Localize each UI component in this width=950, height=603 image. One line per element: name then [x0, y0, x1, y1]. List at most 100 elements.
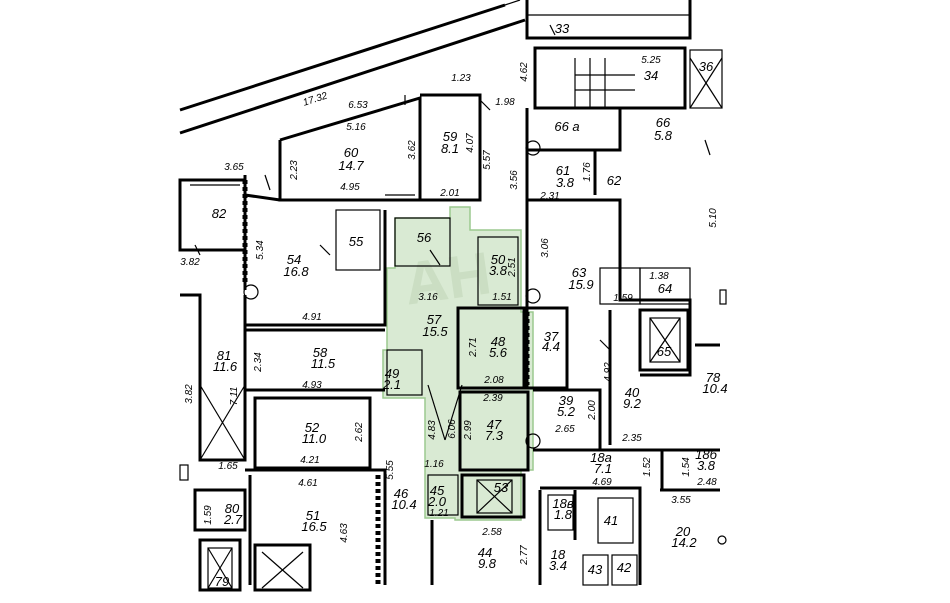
dimension: 2.99	[463, 420, 474, 441]
room-area: 2.1	[382, 377, 401, 392]
dimension: 1.65	[218, 461, 238, 472]
room-area: 10.4	[391, 497, 416, 512]
dimension: 4.93	[302, 380, 322, 391]
room-number: 46	[394, 486, 409, 501]
room-area: 11.0	[302, 431, 327, 446]
dimension: 7.11	[229, 387, 240, 406]
room-number: 59	[443, 129, 457, 144]
room-number: 39	[559, 393, 573, 408]
room-area: 4.4	[542, 339, 560, 354]
dimension: 1.23	[451, 73, 471, 84]
room-number: 63	[572, 265, 587, 280]
room-number: 18б	[695, 447, 717, 462]
room-area: 7.1	[594, 461, 612, 476]
dimension: 2.51	[507, 257, 518, 277]
room-number: 66 a	[554, 119, 579, 134]
dimension: 4.63	[339, 523, 350, 543]
room-number: 53	[494, 480, 509, 495]
room-number: 50	[491, 252, 506, 267]
dimension: 3.56	[509, 170, 520, 190]
room-area: 3.4	[549, 558, 567, 573]
room-number: 34	[644, 68, 658, 83]
dimension: 3.06	[540, 238, 551, 258]
dimension: 3.16	[418, 292, 438, 303]
dimension: 1.59	[613, 293, 633, 304]
room-area: 11.5	[311, 356, 336, 371]
room-number: 80	[225, 501, 240, 516]
room-number: 79	[215, 574, 229, 589]
room-area: 15.5	[422, 324, 448, 339]
room-area: 5.25	[641, 55, 661, 66]
dimension: 2.48	[696, 477, 717, 488]
room-number: 58	[313, 345, 328, 360]
dimension: 2.34	[253, 352, 264, 373]
room-area: 3.8	[489, 263, 508, 278]
room-number: 51	[306, 508, 320, 523]
room-area: 3.8	[697, 458, 716, 473]
room-number: 48	[491, 334, 506, 349]
room-number: 18	[551, 547, 566, 562]
dimension: 5.57	[482, 150, 493, 170]
dimension: 3.62	[407, 140, 418, 160]
room-area: 5.8	[654, 128, 673, 143]
dimension: 1.51	[492, 292, 511, 303]
room-area: 2.7	[223, 512, 243, 527]
dimension: 1.52	[642, 457, 653, 477]
room-area: 5.2	[557, 404, 576, 419]
dimension: 4.69	[592, 477, 612, 488]
room-number: 33	[555, 21, 570, 36]
dimension: 3.82	[180, 257, 200, 268]
room-area: 7.3	[485, 428, 504, 443]
dimension: 4.83	[427, 420, 438, 440]
room-number: 82	[212, 206, 227, 221]
room-number: 65	[657, 344, 672, 359]
dimension: 2.58	[481, 527, 502, 538]
dimension: 4.61	[298, 478, 317, 489]
room-area: 9.8	[478, 556, 497, 571]
dimension: 2.00	[587, 400, 598, 421]
room-number: 78	[706, 370, 721, 385]
dimension: 1.16	[424, 459, 444, 470]
room-number: 57	[427, 312, 442, 327]
room-number: 41	[604, 513, 618, 528]
dimension: 2.62	[354, 422, 365, 443]
room-number: 43	[588, 562, 603, 577]
room-number: 49	[385, 366, 399, 381]
room-area: 9.2	[623, 396, 642, 411]
dimension: 2.08	[483, 375, 504, 386]
room-area: 2.0	[427, 494, 447, 509]
dimension: 4.91	[302, 312, 321, 323]
dimension: 3.55	[671, 495, 691, 506]
dimension: 2.77	[519, 545, 530, 566]
room-area: 10.4	[702, 381, 727, 396]
dimension: 2.35	[621, 433, 642, 444]
dimension: 4.62	[519, 62, 530, 82]
room-number: 62	[607, 173, 622, 188]
dimension: 3.65	[224, 162, 244, 173]
room-number: 18a	[590, 450, 612, 465]
room-number: 64	[658, 281, 672, 296]
dimension: 5.10	[708, 208, 719, 228]
room-number: 37	[544, 329, 559, 344]
room-number: 61	[556, 163, 570, 178]
room-number: 54	[287, 252, 301, 267]
dimension: 2.23	[289, 160, 300, 181]
dimension: 1.38	[649, 271, 669, 282]
room-area: 3.8	[556, 175, 575, 190]
room-labels: 33 5.25 34 36 66 a 66 5.8 60 14.7 59 8.1…	[212, 21, 728, 589]
walls	[178, 0, 727, 592]
room-number: 44	[478, 545, 492, 560]
dimension: 3.82	[184, 384, 195, 404]
dimension: 2.71	[468, 337, 479, 357]
dimension: 2.65	[554, 424, 575, 435]
dimension: 1.59	[203, 505, 214, 525]
room-number: 56	[417, 230, 432, 245]
dimension: 6.06	[447, 419, 458, 439]
room-area: 8.1	[441, 141, 459, 156]
dimension: 5.55	[385, 460, 396, 480]
room-number: 47	[487, 417, 502, 432]
room-number: 18в	[552, 496, 573, 511]
dimension: 4.95	[340, 182, 360, 193]
room-area: 14.7	[338, 158, 364, 173]
